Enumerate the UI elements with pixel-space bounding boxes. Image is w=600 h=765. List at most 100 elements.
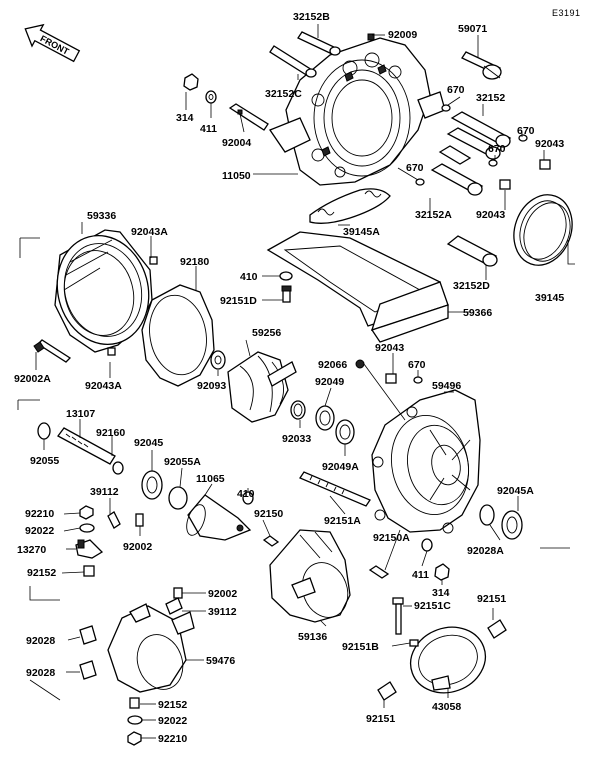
label-92151d: 92151D (220, 295, 257, 307)
label-39112-a: 39112 (90, 486, 119, 498)
label-32152b: 32152B (293, 11, 330, 23)
bearing-92045a-part (501, 510, 523, 540)
label-92004: 92004 (222, 137, 251, 149)
bolt-39112-b-part (165, 597, 183, 615)
label-92055: 92055 (30, 455, 59, 467)
label-59496: 59496 (432, 380, 461, 392)
stud-32152c-part (269, 45, 317, 78)
label-59476: 59476 (206, 655, 235, 667)
washer-410-part (279, 271, 293, 281)
label-411: 411 (200, 123, 217, 135)
drawing-code: E3191 (552, 8, 581, 18)
label-92043a-a: 92043A (131, 226, 168, 238)
bearing-92045-part (141, 470, 163, 500)
label-92152-b: 92152 (158, 699, 187, 711)
label-32152c: 32152C (265, 88, 302, 100)
label-39112-b: 39112 (208, 606, 237, 618)
bolt-92002-b-part (173, 587, 183, 599)
gasket-92180-part (141, 284, 215, 387)
label-92028-b: 92028 (26, 667, 55, 679)
pump-case-part (269, 37, 446, 186)
seal-92049-part (315, 405, 335, 431)
label-11050: 11050 (222, 170, 251, 182)
cone-11065-part (186, 494, 252, 541)
label-92066: 92066 (318, 359, 347, 371)
label-39145: 39145 (535, 292, 564, 304)
label-314-b: 314 (432, 587, 450, 599)
label-92150a: 92150A (373, 532, 410, 544)
label-32152a: 32152A (415, 209, 452, 221)
label-670-b: 670 (517, 125, 535, 137)
label-410-a: 410 (240, 271, 258, 283)
plug-92066-part (355, 359, 365, 369)
bolt-92002-part (135, 513, 144, 527)
shaft-13107-part (57, 427, 116, 465)
bolt-39112-part (107, 511, 121, 529)
oring-92160-part (112, 461, 124, 475)
label-92002-b: 92002 (208, 588, 237, 600)
nut-314-washer-411-part (183, 73, 217, 104)
label-92049: 92049 (315, 376, 344, 388)
spacer-92152-part (83, 565, 95, 577)
stud-32152d-part (446, 235, 498, 267)
label-92043-c: 92043 (375, 342, 404, 354)
cap-92043-part (499, 159, 551, 190)
spacer-92028-b-part (79, 660, 97, 680)
ring-43058-part (410, 626, 486, 694)
label-92152-a: 92152 (27, 567, 56, 579)
spacer-92028a-part (479, 504, 495, 526)
label-92049a: 92049A (322, 461, 359, 473)
oring-92055a-part (168, 486, 188, 510)
label-92043-b: 92043 (476, 209, 505, 221)
ride-plate-59366-part (266, 231, 449, 343)
oring-670-b-part (413, 376, 423, 384)
part-labels: 32152B 92009 59071 32152C 314 411 92004 … (14, 11, 564, 745)
label-670-d: 670 (406, 162, 424, 174)
label-670-c: 670 (488, 143, 506, 155)
label-92210-a: 92210 (25, 508, 54, 520)
washer-92022-part (79, 523, 95, 533)
label-92055a: 92055A (164, 456, 201, 468)
label-92160: 92160 (96, 427, 125, 439)
label-92180: 92180 (180, 256, 209, 268)
nut-92210-part (79, 505, 94, 520)
bolt-92151-b-part (377, 681, 397, 701)
oring-92055-part (37, 422, 51, 440)
label-92002-a: 92002 (123, 541, 152, 553)
label-11065: 11065 (196, 473, 225, 485)
stud-32152-part (446, 111, 512, 160)
label-92151c: 92151C (414, 600, 451, 612)
bolt-92004-part (228, 103, 269, 131)
label-39145a: 39145A (343, 226, 380, 238)
label-670-a: 670 (447, 84, 465, 96)
bolt-92002a-part (33, 339, 72, 363)
label-92151-b: 92151 (366, 713, 395, 725)
label-59136: 59136 (298, 631, 327, 643)
ring-92033-part (290, 400, 306, 420)
nozzle-59136-part (269, 529, 351, 623)
front-arrow-icon: FRONT (24, 23, 81, 63)
label-13270: 13270 (17, 544, 46, 556)
label-92151-a: 92151 (477, 593, 506, 605)
label-59071: 59071 (458, 23, 487, 35)
leader-lines (17, 24, 575, 739)
label-43058: 43058 (432, 701, 461, 713)
bolt-92151a-part (299, 471, 371, 507)
label-670-e: 670 (408, 359, 426, 371)
cap-92043-b-part (385, 373, 397, 384)
spacer-92152-b-part (129, 697, 140, 709)
nut-314-b-part (434, 563, 450, 581)
label-59366: 59366 (463, 307, 492, 319)
label-59256: 59256 (252, 327, 281, 339)
label-92022-a: 92022 (25, 525, 54, 537)
label-92043-a: 92043 (535, 138, 564, 150)
stud-32152b-part (297, 31, 341, 56)
label-32152: 32152 (476, 92, 505, 104)
label-314: 314 (176, 112, 194, 124)
nut-92210-b-part (127, 731, 142, 746)
bolt-92009-part (367, 33, 375, 41)
steering-nozzle-59476-part (107, 603, 195, 693)
label-92009: 92009 (388, 29, 417, 41)
seal-39145a-part (309, 188, 391, 224)
